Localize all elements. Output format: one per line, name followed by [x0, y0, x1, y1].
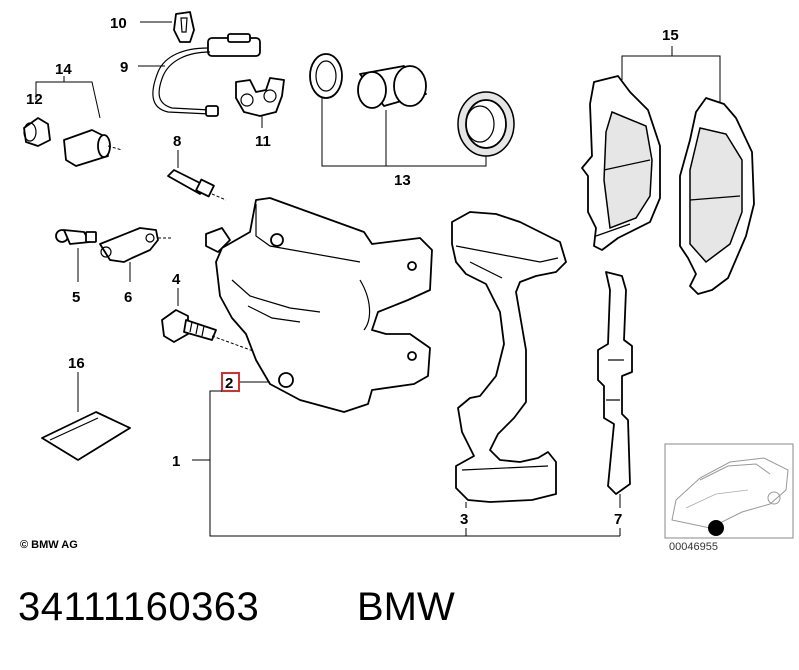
- part-15-brake-pad-inner[interactable]: [581, 75, 661, 251]
- brand-name: BMW: [357, 585, 455, 629]
- part-11-sensor-holder[interactable]: [235, 77, 285, 117]
- callout-15: 15: [662, 27, 679, 44]
- vehicle-location-inset: [664, 443, 794, 539]
- callout-11: 11: [255, 133, 271, 150]
- callout-4: 4: [172, 271, 181, 288]
- part-13-piston-seals[interactable]: [309, 53, 515, 157]
- part-number: 34111160363: [18, 585, 260, 629]
- part-4-bolt[interactable]: [161, 309, 257, 353]
- part-10-clip[interactable]: [173, 11, 195, 43]
- callout-13: 13: [394, 172, 411, 189]
- callout-2: 2: [225, 375, 233, 392]
- part-6-spring-clip[interactable]: [99, 227, 172, 263]
- leader-15: [621, 46, 721, 102]
- leader-1: [192, 390, 621, 537]
- callout-2-box: [221, 372, 240, 392]
- part-15-brake-pad-outer[interactable]: [679, 97, 755, 295]
- callout-16: 16: [68, 355, 85, 372]
- part-7-anti-rattle-spring[interactable]: [597, 271, 633, 495]
- callout-8: 8: [173, 133, 181, 150]
- callout-9: 9: [120, 59, 128, 76]
- reference-number: 00046955: [669, 541, 718, 553]
- copyright-text: © BMW AG: [20, 539, 78, 551]
- part-12-dust-cap[interactable]: [23, 117, 51, 147]
- callout-1: 1: [172, 453, 180, 470]
- part-3-caliper-carrier[interactable]: [451, 211, 567, 503]
- part-16-grease-packet[interactable]: [41, 411, 131, 461]
- callout-6: 6: [124, 289, 132, 306]
- callout-12: 12: [26, 91, 43, 108]
- part-8-guide-pin[interactable]: [167, 169, 227, 201]
- callout-5: 5: [72, 289, 80, 306]
- part-5-bleeder-valve[interactable]: [55, 229, 97, 245]
- part-9-wear-sensor[interactable]: [152, 33, 261, 117]
- callout-7: 7: [614, 511, 622, 528]
- callout-14: 14: [55, 61, 72, 78]
- callout-10: 10: [110, 15, 127, 32]
- callout-3: 3: [460, 511, 468, 528]
- part-2-caliper-housing[interactable]: [205, 197, 433, 413]
- part-14-guide-sleeve[interactable]: [63, 129, 123, 167]
- leader-14: [35, 76, 101, 119]
- leader-13: [321, 98, 487, 167]
